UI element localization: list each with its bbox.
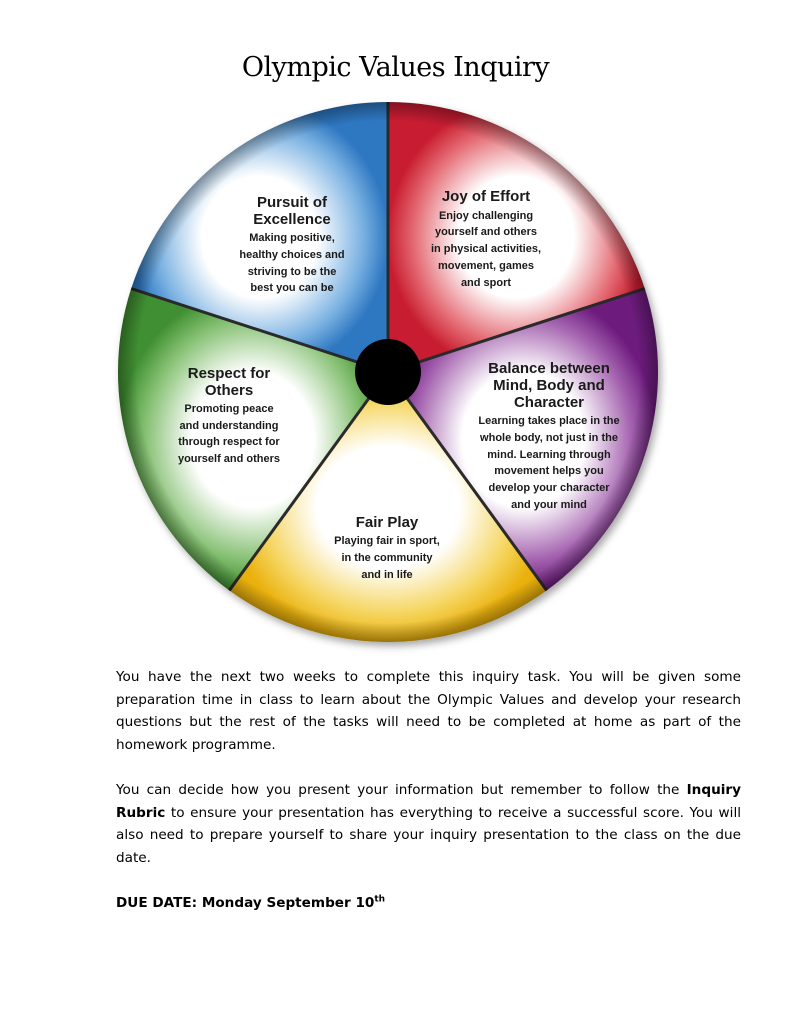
balance-title-1: Balance between xyxy=(488,360,610,377)
due-date-suffix: th xyxy=(374,894,386,905)
respect-title-2: Others xyxy=(205,382,253,399)
balance-desc-2: whole body, not just in the xyxy=(479,432,618,444)
balance-desc-5: develop your character xyxy=(488,482,610,494)
paragraph-1: You have the next two weeks to complete … xyxy=(116,669,741,753)
inquiry-rubric-term: Inquiry Rubric xyxy=(116,782,741,821)
olympic-values-wheel: Joy of Effort Enjoy challenging yourself… xyxy=(118,102,658,642)
fairplay-desc-1: Playing fair in sport, xyxy=(334,535,440,547)
pursuit-title-2: Excellence xyxy=(253,211,331,228)
joy-desc-2: yourself and others xyxy=(435,226,537,238)
balance-title-3: Character xyxy=(514,394,584,411)
pursuit-desc-3: striving to be the xyxy=(248,266,337,278)
fairplay-desc-2: in the community xyxy=(341,552,433,564)
pursuit-desc-4: best you can be xyxy=(250,282,333,294)
balance-desc-1: Learning takes place in the xyxy=(478,415,619,427)
pursuit-desc-1: Making positive, xyxy=(249,232,335,244)
paragraph-2: You can decide how you present your info… xyxy=(116,779,741,869)
instructions: You have the next two weeks to complete … xyxy=(116,666,741,915)
wheel-hub xyxy=(355,339,421,405)
fairplay-desc-3: and in life xyxy=(361,569,412,581)
due-date-text: DUE DATE: Monday September 10 xyxy=(116,895,375,911)
pursuit-title-1: Pursuit of xyxy=(257,194,328,211)
respect-desc-4: yourself and others xyxy=(178,453,280,465)
joy-desc-1: Enjoy challenging xyxy=(439,210,533,222)
balance-desc-4: movement helps you xyxy=(494,465,603,477)
joy-desc-3: in physical activities, xyxy=(431,243,541,255)
joy-title: Joy of Effort xyxy=(442,188,530,205)
respect-desc-3: through respect for xyxy=(178,436,280,448)
pursuit-desc-2: healthy choices and xyxy=(239,249,344,261)
balance-desc-6: and your mind xyxy=(511,499,587,511)
paragraph-2-end: to ensure your presentation has everythi… xyxy=(116,804,741,866)
page-title: Olympic Values Inquiry xyxy=(241,52,550,83)
respect-title-1: Respect for xyxy=(188,365,271,382)
balance-desc-3: mind. Learning through xyxy=(487,449,611,461)
joy-desc-4: movement, games xyxy=(438,260,534,272)
balance-title-2: Mind, Body and xyxy=(493,377,605,394)
paragraph-2-start: You can decide how you present your info… xyxy=(116,782,687,798)
due-date: DUE DATE: Monday September 10th xyxy=(116,892,741,915)
fairplay-title: Fair Play xyxy=(356,514,419,531)
joy-desc-5: and sport xyxy=(461,277,511,289)
respect-desc-1: Promoting peace xyxy=(184,403,273,415)
respect-desc-2: and understanding xyxy=(180,420,279,432)
